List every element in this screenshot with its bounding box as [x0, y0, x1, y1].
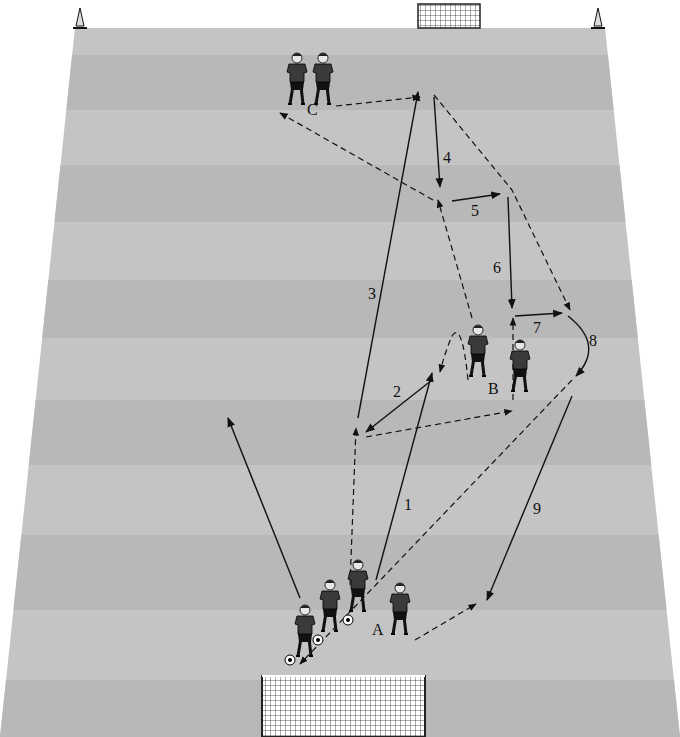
- callout-number: 5: [471, 203, 479, 219]
- callout-number: 1: [404, 497, 412, 513]
- pitch-stripe: [54, 165, 625, 222]
- player-label: A: [372, 622, 384, 638]
- player-label: B: [488, 381, 499, 397]
- callout-number: 3: [368, 286, 376, 302]
- pitch-stripe: [42, 280, 638, 338]
- player-label: C: [307, 102, 318, 118]
- callout-number: 2: [393, 384, 401, 400]
- pitch-stripe: [66, 55, 613, 110]
- callout-number: 4: [443, 150, 451, 166]
- callout-number: 6: [493, 260, 501, 276]
- callout-number: 7: [533, 320, 541, 336]
- pitch-stripe: [29, 400, 651, 465]
- callout-number: 9: [533, 501, 541, 517]
- callout-number: 8: [589, 333, 597, 349]
